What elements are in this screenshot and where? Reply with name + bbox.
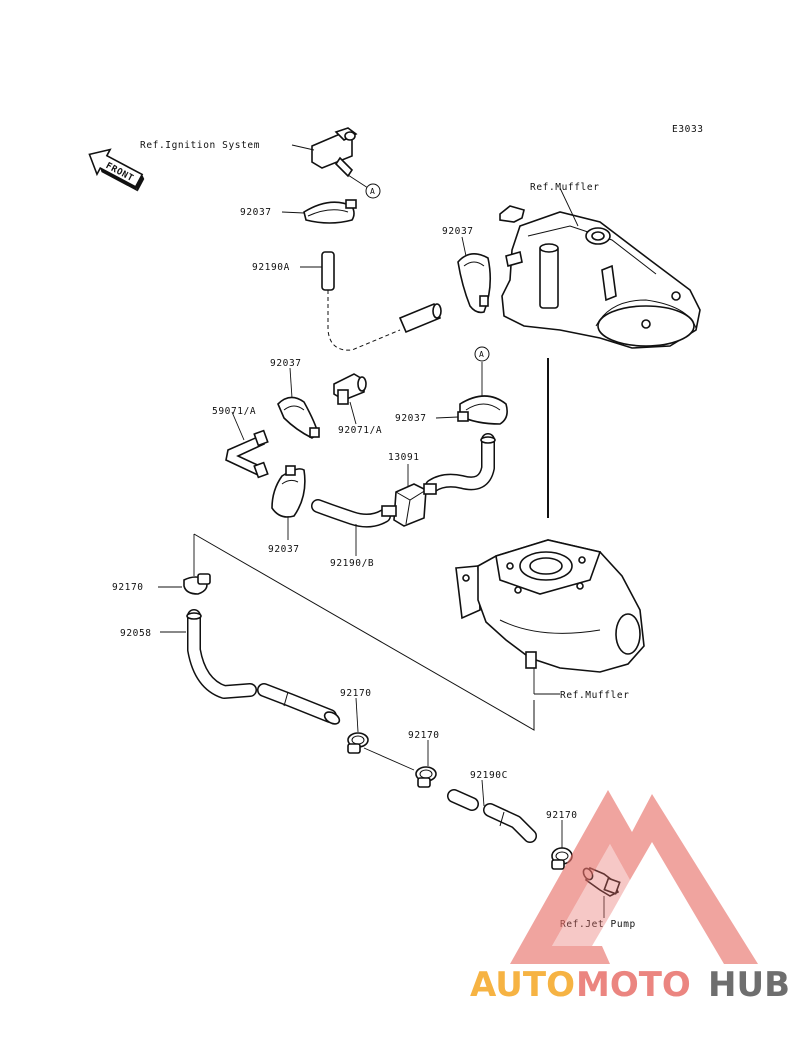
marker-a-top	[365, 183, 381, 199]
pipe-59071a	[225, 429, 269, 479]
callout-92037-e: 92037	[395, 413, 427, 424]
marker-a-mid	[474, 346, 490, 362]
callout-92037-d: 92037	[268, 544, 300, 555]
callout-92190c: 92190C	[470, 770, 508, 781]
callout-92037-b: 92037	[442, 226, 474, 237]
watermark-moto: MOTO	[576, 965, 691, 1005]
callout-ref-ignition: Ref.Ignition System	[140, 140, 260, 151]
callout-92058: 92058	[120, 628, 152, 639]
band-clamp-92037-d	[271, 465, 306, 518]
callout-92071a: 92071/A	[338, 425, 382, 436]
callout-ref-jet-pump: Ref.Jet Pump	[560, 919, 636, 930]
callout-92037-a: 92037	[240, 207, 272, 218]
diagram-code: E3033	[672, 124, 704, 135]
hose-clamp-92170-c	[415, 766, 437, 788]
ignition-connector	[311, 127, 358, 178]
hose-92190b	[311, 433, 496, 528]
band-clamp-92037-c	[277, 396, 320, 439]
hose-92058	[186, 609, 341, 725]
hose-92190c	[447, 789, 537, 843]
marker-a-mid-label: A	[479, 350, 484, 359]
hose-clamp-92170-b	[347, 732, 369, 754]
callout-ref-muffler-top: Ref.Muffler	[530, 182, 600, 193]
callout-92190a: 92190A	[252, 262, 290, 273]
hose-92190a	[321, 251, 442, 351]
watermark-logo: AUTO MOTO HUB	[470, 790, 790, 1005]
band-clamp-92037-b	[457, 253, 492, 314]
callout-ref-muffler-bottom: Ref.Muffler	[560, 690, 630, 701]
callout-92170-a: 92170	[112, 582, 144, 593]
hose-clamp-92170-a	[183, 573, 211, 595]
hose-clamp-92170-d	[551, 847, 573, 870]
marker-a-top-label: A	[370, 187, 375, 196]
callout-92190b: 92190/B	[330, 558, 374, 569]
band-clamp-92037-e	[457, 395, 508, 425]
callout-92170-b: 92170	[340, 688, 372, 699]
muffler-lower	[455, 539, 645, 673]
fitting-92071a	[333, 373, 367, 405]
callout-92037-c: 92037	[270, 358, 302, 369]
muffler-upper	[499, 205, 701, 349]
callout-92170-d: 92170	[546, 810, 578, 821]
band-clamp-92037-a	[303, 199, 357, 224]
watermark-hub: HUB	[708, 965, 790, 1005]
callout-59071a: 59071/A	[212, 406, 256, 417]
callout-92170-c: 92170	[408, 730, 440, 741]
watermark-auto: AUTO	[470, 965, 575, 1005]
check-valve-13091	[381, 483, 437, 527]
callout-13091: 13091	[388, 452, 420, 463]
